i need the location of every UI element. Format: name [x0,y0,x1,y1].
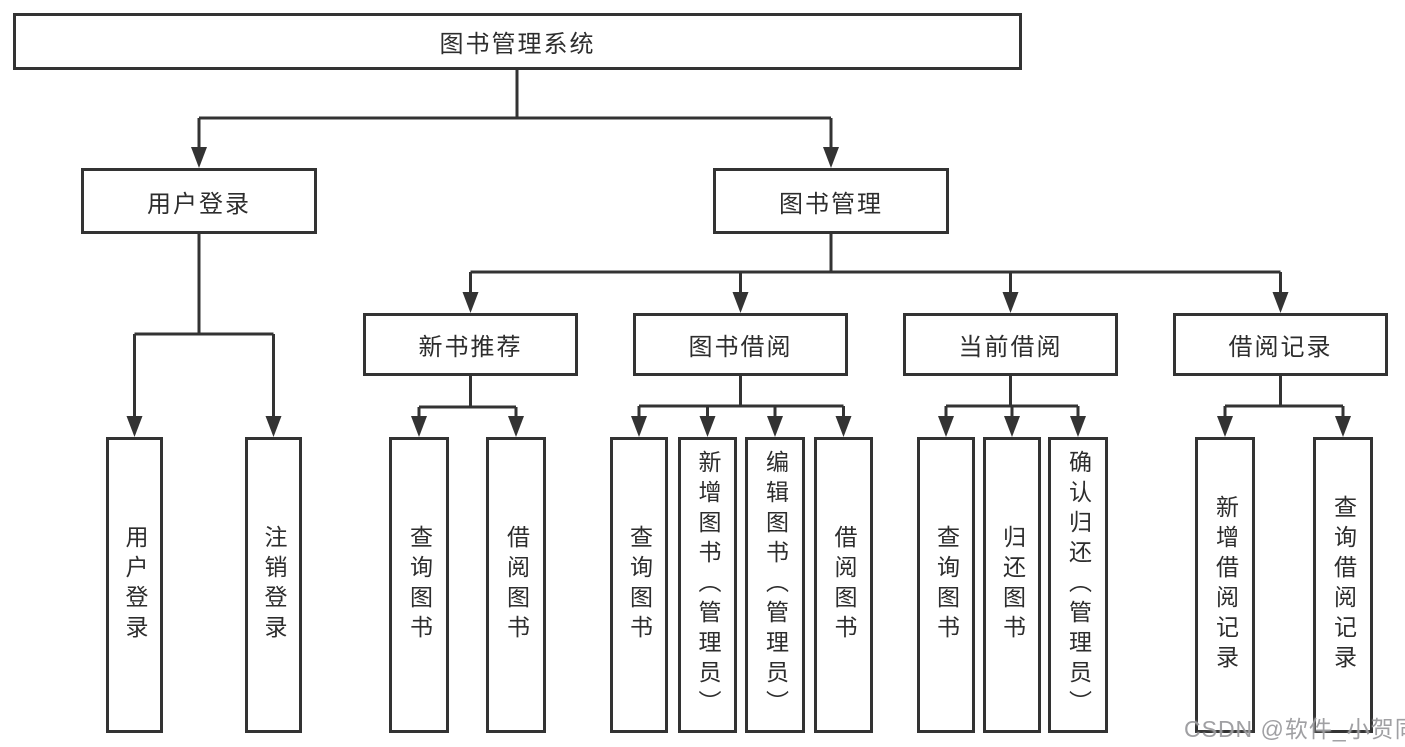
arrowhead-icon [1335,416,1351,437]
arrowhead-icon [823,147,839,168]
leaf-query-borrow-record: 查询借阅记录 [1313,437,1373,733]
leaf-add-books-admin: 新增图书（管理员） [678,437,737,733]
leaf-edit-books-admin: 编辑图书（管理员） [745,437,805,733]
leaf-newbook-borrow-books: 借阅图书 [486,437,546,733]
arrowhead-icon [835,416,852,437]
arrowhead-icon [411,416,427,437]
node-book-borrowing: 图书借阅 [633,313,848,376]
leaf-current-query-books-label: 查询图书 [933,525,960,645]
leaf-logout: 注销登录 [245,437,302,733]
leaf-borrowing-borrow-books-label: 借阅图书 [831,525,857,645]
leaf-return-books-label: 归还图书 [999,525,1026,645]
arrowhead-icon [699,416,716,437]
leaf-logout-label: 注销登录 [261,525,287,645]
arrowhead-icon [265,416,282,437]
leaf-newbook-query-books-label: 查询图书 [406,525,433,645]
arrowhead-icon [126,416,143,437]
leaf-newbook-query-books: 查询图书 [389,437,449,733]
node-book-borrowing-label: 图书借阅 [688,334,793,361]
leaf-edit-books-admin-label: 编辑图书（管理员） [762,450,789,720]
leaf-user-login-label: 用户登录 [122,525,148,645]
arrowhead-icon [1272,292,1289,313]
arrowhead-icon [508,416,524,437]
leaf-current-query-books: 查询图书 [917,437,975,733]
node-book-management: 图书管理 [713,168,949,234]
leaf-borrowing-query-books-label: 查询图书 [626,525,653,645]
node-root-label: 图书管理系统 [439,31,596,58]
leaf-confirm-return-admin-label: 确认归还（管理员） [1065,450,1092,720]
node-user-login: 用户登录 [81,168,317,234]
node-book-management-label: 图书管理 [779,190,883,218]
arrowhead-icon [1070,416,1086,437]
leaf-add-borrow-record-label: 新增借阅记录 [1212,495,1239,675]
arrowhead-icon [1002,292,1019,313]
node-borrowing-records-label: 借阅记录 [1228,334,1333,361]
arrowhead-icon [462,292,479,313]
arrowhead-icon [1217,416,1233,437]
leaf-borrowing-query-books: 查询图书 [610,437,668,733]
leaf-confirm-return-admin: 确认归还（管理员） [1048,437,1108,733]
leaf-add-books-admin-label: 新增图书（管理员） [695,450,721,720]
node-user-login-label: 用户登录 [147,190,251,218]
node-root: 图书管理系统 [13,13,1022,70]
arrowhead-icon [191,147,207,168]
leaf-borrowing-borrow-books: 借阅图书 [814,437,873,733]
leaf-newbook-borrow-books-label: 借阅图书 [503,525,530,645]
leaf-add-borrow-record: 新增借阅记录 [1195,437,1255,733]
node-new-book-recommend: 新书推荐 [363,313,578,376]
node-new-book-recommend-label: 新书推荐 [418,334,523,361]
watermark: CSDN @软件_小贺同学 [1184,716,1405,742]
leaf-user-login: 用户登录 [106,437,163,733]
leaf-query-borrow-record-label: 查询借阅记录 [1330,495,1357,675]
arrowhead-icon [631,416,647,437]
leaf-return-books: 归还图书 [983,437,1041,733]
arrowhead-icon [938,416,954,437]
arrowhead-icon [767,416,783,437]
arrowhead-icon [732,292,749,313]
node-current-borrowing: 当前借阅 [903,313,1118,376]
node-current-borrowing-label: 当前借阅 [958,334,1063,361]
arrowhead-icon [1004,416,1020,437]
node-borrowing-records: 借阅记录 [1173,313,1388,376]
